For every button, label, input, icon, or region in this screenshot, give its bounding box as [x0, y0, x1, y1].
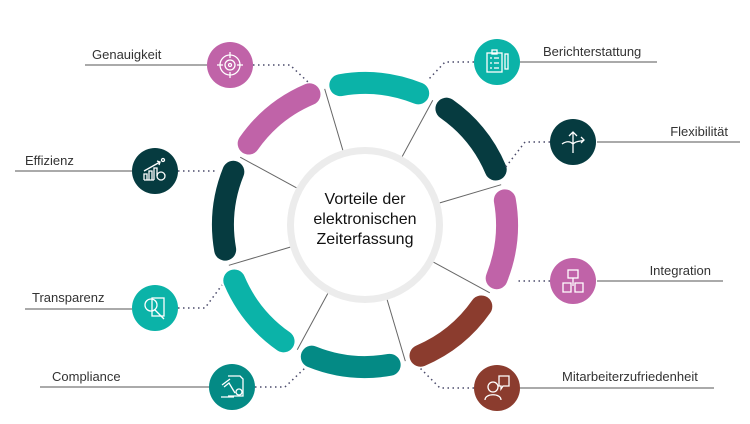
ring-segment	[485, 189, 518, 290]
label-effizienz: Effizienz	[25, 153, 74, 168]
spoke-line	[228, 246, 291, 266]
center-title-line: elektronischen	[313, 211, 417, 228]
dotted-connector	[504, 141, 550, 169]
label-berichterstattung: Berichterstattung	[543, 44, 642, 59]
spoke-line	[386, 299, 406, 362]
ring-segment	[223, 269, 295, 353]
ring-segment	[409, 295, 493, 367]
label-flexibilitaet: Flexibilität	[670, 124, 728, 139]
employee-feedback-icon	[474, 365, 520, 411]
magnifier-document-icon	[132, 285, 178, 331]
ring-segment	[300, 345, 401, 378]
ring-segment	[329, 72, 430, 105]
center-title: Vorteile der elektronischen Zeiterfassun…	[290, 190, 440, 250]
label-integration: Integration	[649, 263, 711, 278]
growth-chart-gear-icon	[132, 148, 178, 194]
gavel-document-icon	[209, 364, 255, 410]
ring-segment	[237, 83, 321, 155]
center-title-line: Vorteile der	[324, 191, 406, 208]
robot-puzzle-icon	[550, 258, 596, 304]
label-mitarbeiterzufriedenheit: Mitarbeiterzufriedenheit	[562, 369, 698, 384]
spoke-line	[239, 156, 297, 189]
dotted-connector	[419, 367, 474, 389]
dotted-connector	[427, 61, 474, 81]
spoke-line	[433, 261, 491, 294]
target-icon	[207, 42, 253, 88]
center-circle	[294, 154, 436, 296]
ring-segment	[435, 97, 507, 181]
spoke-line	[296, 293, 329, 351]
spoke-line	[324, 88, 344, 151]
spoke-line	[439, 184, 502, 204]
label-genauigkeit: Genauigkeit	[92, 47, 162, 62]
dotted-connector	[255, 367, 306, 388]
center-title-line: Zeiterfassung	[316, 231, 414, 248]
label-transparenz: Transparenz	[32, 290, 105, 305]
spoke-line	[401, 99, 434, 157]
branching-arrows-icon	[550, 119, 596, 165]
ring-segment	[212, 160, 245, 261]
dotted-connector	[253, 64, 309, 83]
label-compliance: Compliance	[52, 369, 121, 384]
clipboard-checklist-icon	[474, 39, 520, 85]
dotted-connector	[178, 284, 223, 309]
